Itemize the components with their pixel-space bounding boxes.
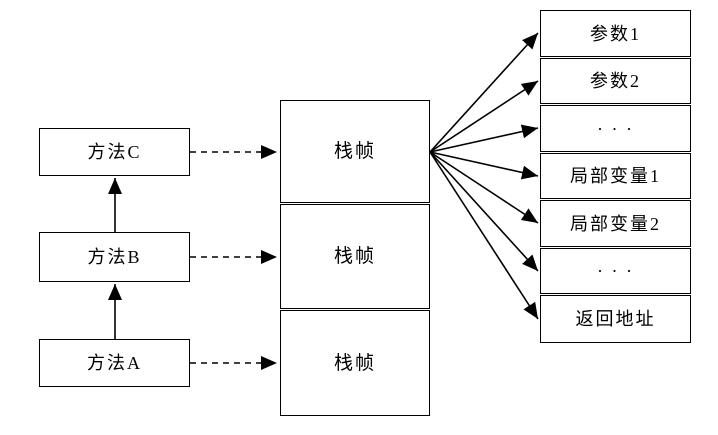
param-2-label: 参数2 bbox=[590, 71, 641, 91]
ellipsis-2-label: · · · bbox=[597, 261, 634, 281]
local-var-1-label: 局部变量1 bbox=[570, 166, 661, 186]
frame-cell-local-var-1: 局部变量1 bbox=[540, 153, 691, 199]
method-box-a: 方法A bbox=[39, 339, 190, 387]
stack-frame-box-3: 栈帧 bbox=[280, 310, 430, 416]
frame-cell-param-2: 参数2 bbox=[540, 58, 691, 104]
frame-cell-return-address: 返回地址 bbox=[540, 295, 691, 343]
fan-arrow-to-param-2 bbox=[429, 80, 539, 153]
method-b-label: 方法B bbox=[87, 247, 142, 267]
method-c-label: 方法C bbox=[87, 142, 142, 162]
method-box-c: 方法C bbox=[39, 128, 190, 176]
fan-arrow-to-return-address bbox=[429, 151, 539, 320]
frame-cell-local-var-2: 局部变量2 bbox=[540, 200, 691, 247]
frame-cell-param-1: 参数1 bbox=[540, 10, 691, 57]
method-a-label: 方法A bbox=[87, 353, 142, 373]
ellipsis-1-label: · · · bbox=[597, 118, 634, 139]
local-var-2-label: 局部变量2 bbox=[570, 213, 661, 234]
stack-frame-box-1: 栈帧 bbox=[280, 100, 430, 203]
stack-frame-2-label: 栈帧 bbox=[333, 246, 376, 267]
stack-frame-3-label: 栈帧 bbox=[333, 352, 376, 374]
return-address-label: 返回地址 bbox=[575, 309, 656, 329]
stack-frame-box-2: 栈帧 bbox=[280, 204, 430, 309]
param-1-label: 参数1 bbox=[590, 23, 641, 44]
frame-cell-ellipsis-1: · · · bbox=[540, 105, 691, 152]
fan-arrow-to-ellipsis-2 bbox=[429, 151, 539, 272]
stack-frame-1-label: 栈帧 bbox=[333, 141, 376, 162]
fan-arrow-to-local-var-1 bbox=[429, 151, 539, 180]
fan-arrow-to-ellipsis-1 bbox=[429, 124, 539, 153]
frame-cell-ellipsis-2: · · · bbox=[540, 248, 691, 294]
method-box-b: 方法B bbox=[39, 232, 190, 282]
fan-arrow-to-param-1 bbox=[429, 32, 539, 153]
fan-arrow-to-local-var-2 bbox=[429, 151, 539, 224]
